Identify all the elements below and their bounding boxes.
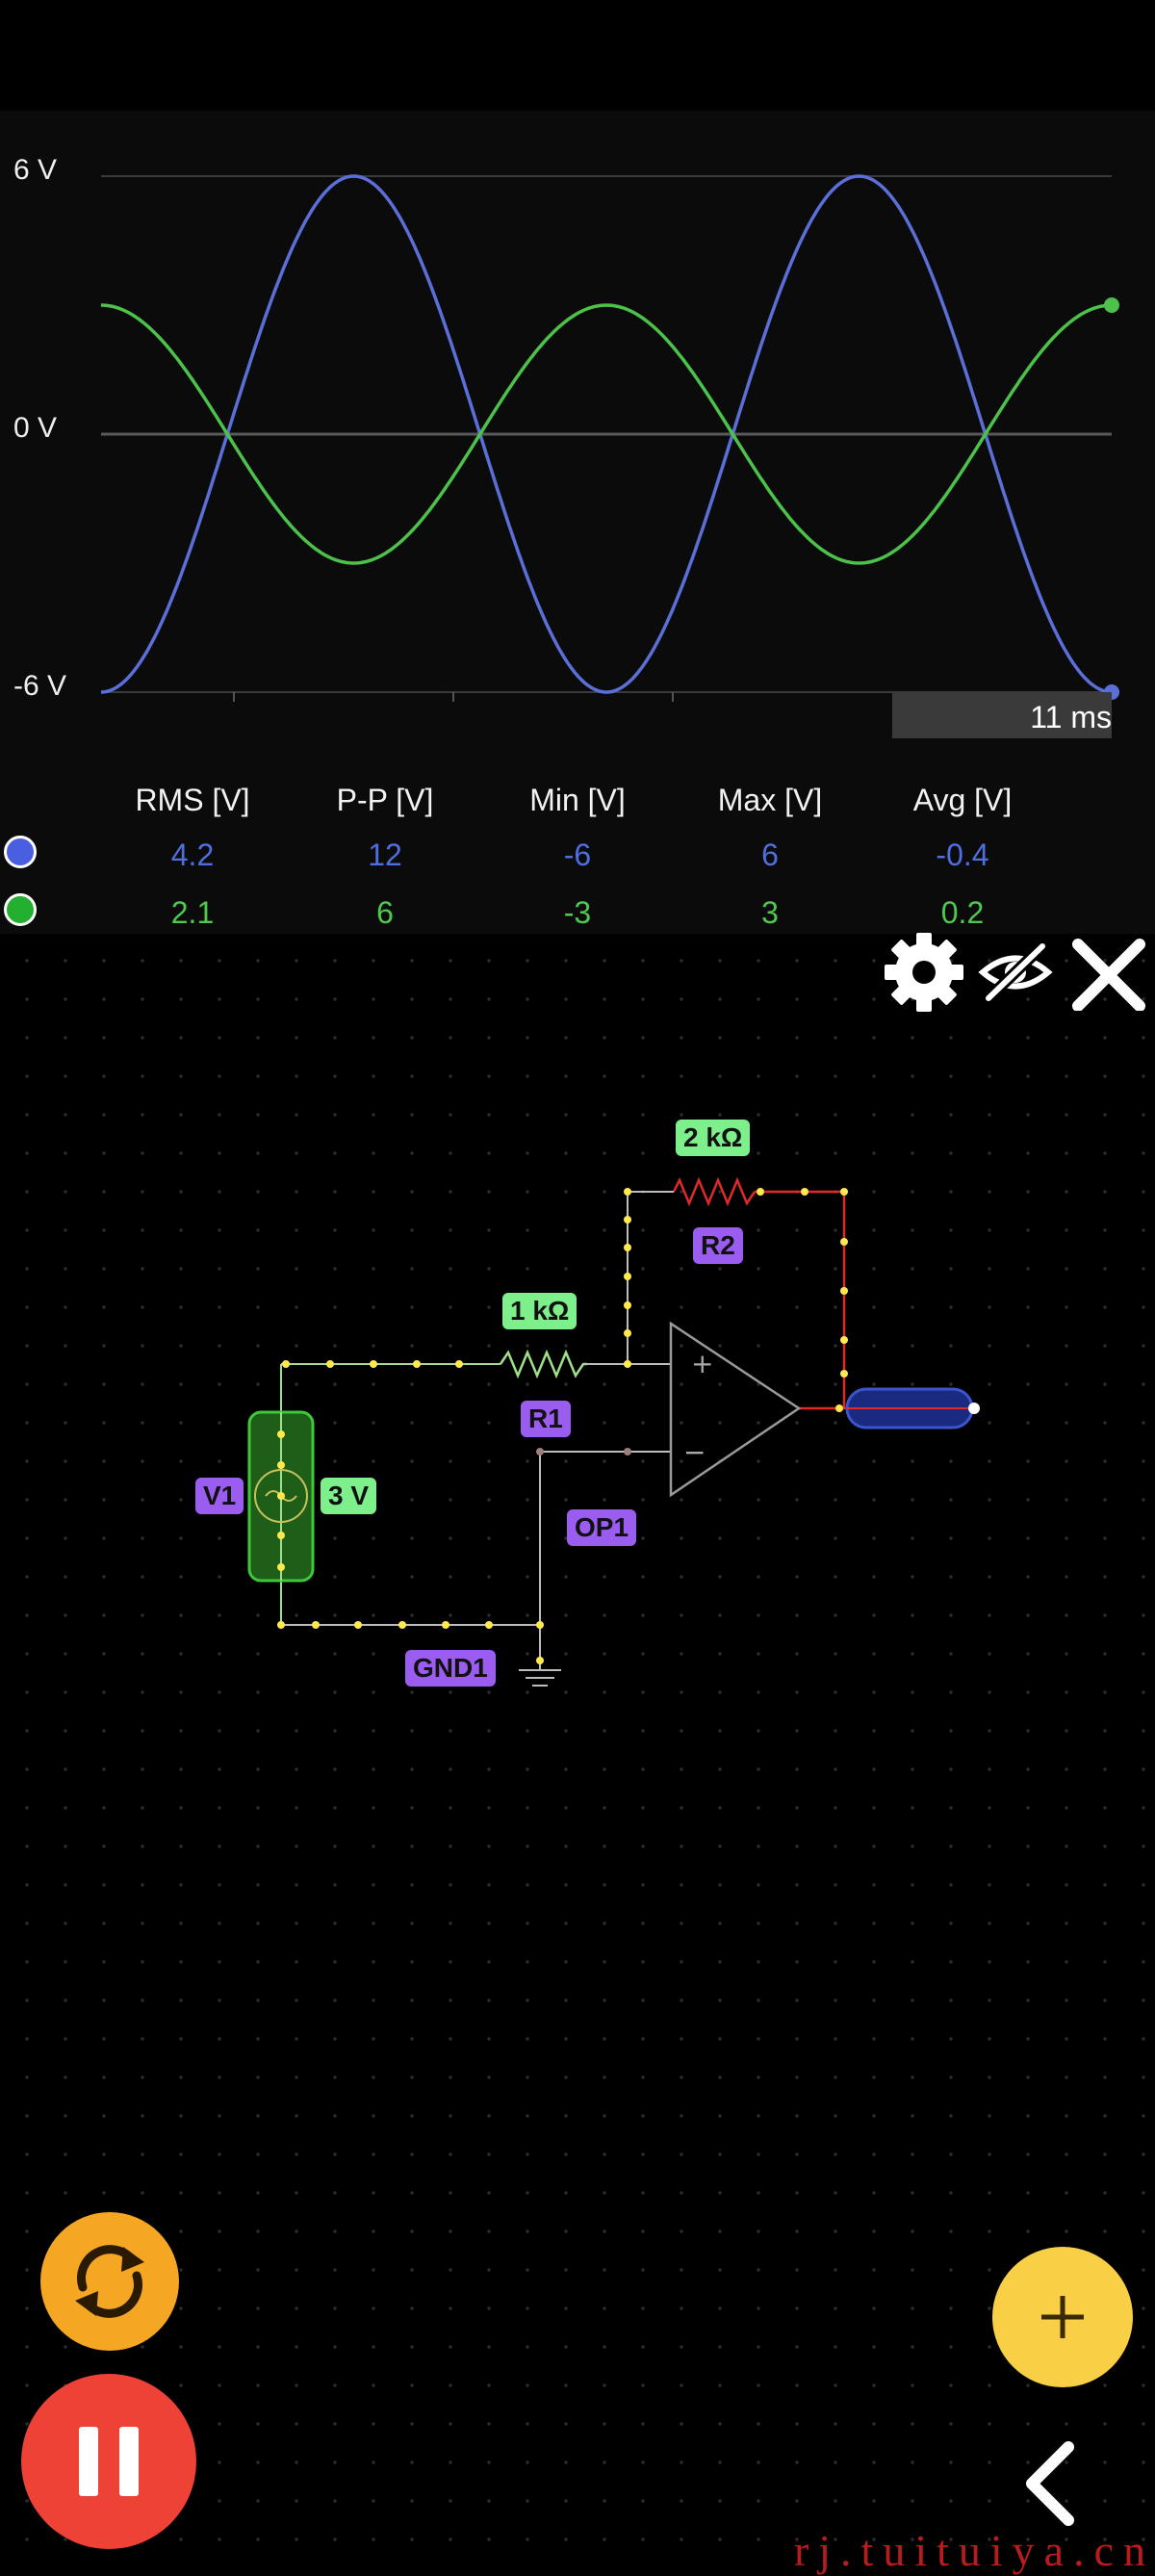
wire-node bbox=[624, 1188, 631, 1196]
wire-node bbox=[398, 1621, 406, 1629]
series-end-marker-channel2 bbox=[1104, 297, 1119, 313]
wire-node bbox=[277, 1532, 285, 1539]
wire-node bbox=[536, 1448, 544, 1455]
wire-node bbox=[801, 1188, 808, 1196]
wire-node bbox=[370, 1360, 377, 1368]
opamp-plus-sign: + bbox=[691, 1348, 713, 1379]
circuit-canvas[interactable]: + − 2 kΩ R2 1 kΩ R1 V1 3 V OP1 GND bbox=[0, 933, 1155, 2575]
time-window-box[interactable]: 11 ms bbox=[892, 692, 1112, 738]
resistor-r1[interactable] bbox=[499, 1349, 587, 1379]
waveform-plot[interactable] bbox=[0, 111, 1155, 934]
wire-feedback[interactable] bbox=[755, 1190, 847, 1410]
wire-node bbox=[485, 1621, 493, 1629]
r1-name-label[interactable]: R1 bbox=[521, 1401, 571, 1437]
stat-header-avg: Avg [V] bbox=[912, 783, 1013, 817]
v1-name-label[interactable]: V1 bbox=[195, 1478, 244, 1514]
output-probe[interactable] bbox=[845, 1387, 980, 1430]
wire-node bbox=[455, 1360, 463, 1368]
wire-node bbox=[624, 1244, 631, 1251]
wire-node bbox=[442, 1621, 449, 1629]
wire-node bbox=[277, 1563, 285, 1571]
series-line-channel2 bbox=[100, 303, 1113, 565]
wire-node bbox=[624, 1360, 631, 1368]
add-component-button[interactable] bbox=[992, 2247, 1133, 2387]
wire-node bbox=[840, 1188, 848, 1196]
ch1-avg: -0.4 bbox=[936, 837, 989, 872]
watermark-text: rj.tuituiya.cn bbox=[793, 2526, 1155, 2575]
wire-node bbox=[840, 1287, 848, 1295]
opamp-op1[interactable]: + − bbox=[669, 1321, 802, 1498]
ch2-min: -3 bbox=[563, 895, 592, 930]
wire-input[interactable] bbox=[280, 1363, 500, 1625]
wire-node bbox=[277, 1621, 285, 1629]
wire-node bbox=[624, 1448, 631, 1455]
stat-header-pp: P-P [V] bbox=[336, 783, 434, 817]
ch2-rms: 2.1 bbox=[170, 895, 215, 930]
y-tick-label-top: 6 V bbox=[13, 154, 58, 186]
wire-node bbox=[354, 1621, 362, 1629]
wire-node bbox=[277, 1430, 285, 1438]
r2-value-label[interactable]: 2 kΩ bbox=[676, 1120, 751, 1156]
chevron-left-icon[interactable] bbox=[1011, 2435, 1088, 2532]
stat-header-max: Max [V] bbox=[717, 783, 823, 817]
refresh-button[interactable] bbox=[40, 2212, 179, 2351]
oscilloscope-panel[interactable]: 6 V 0 V -6 V 11 ms RMS [V] P-P [V] Min [… bbox=[0, 111, 1155, 934]
ch1-min: -6 bbox=[563, 837, 592, 872]
wire-node bbox=[326, 1360, 334, 1368]
time-window-label: 11 ms bbox=[1030, 700, 1112, 734]
plus-icon bbox=[1041, 2296, 1084, 2338]
ch1-max: 6 bbox=[761, 837, 779, 872]
y-tick-label-bottom: -6 V bbox=[13, 670, 67, 702]
y-tick-label-mid: 0 V bbox=[13, 412, 58, 444]
eye-slash-icon[interactable] bbox=[977, 939, 1054, 1006]
channel2-color-dot[interactable] bbox=[4, 893, 37, 926]
refresh-icon bbox=[75, 2245, 144, 2318]
pause-icon bbox=[79, 2427, 139, 2496]
wire-node bbox=[624, 1216, 631, 1224]
ch2-max: 3 bbox=[761, 895, 779, 930]
wire-neutral[interactable] bbox=[281, 1191, 674, 1661]
wire-node bbox=[312, 1621, 320, 1629]
op1-name-label[interactable]: OP1 bbox=[567, 1509, 637, 1546]
stat-header-rms: RMS [V] bbox=[135, 783, 250, 817]
v1-value-label[interactable]: 3 V bbox=[321, 1478, 377, 1514]
circuit-diagram[interactable]: + − bbox=[0, 934, 1155, 2570]
wire-node bbox=[840, 1238, 848, 1246]
wire-node bbox=[840, 1336, 848, 1344]
wire-node bbox=[536, 1621, 544, 1629]
ch2-avg: 0.2 bbox=[940, 895, 985, 930]
wire-node bbox=[835, 1404, 843, 1412]
ch1-pp: 12 bbox=[368, 837, 402, 872]
wire-node bbox=[624, 1273, 631, 1280]
wire-node bbox=[282, 1360, 290, 1368]
wire-node bbox=[840, 1370, 848, 1378]
wire-node bbox=[757, 1188, 764, 1196]
opamp-minus-sign: − bbox=[683, 1436, 706, 1468]
wire-node bbox=[624, 1329, 631, 1337]
gear-icon[interactable] bbox=[881, 929, 967, 1016]
wire-node bbox=[536, 1657, 544, 1664]
gnd1-name-label[interactable]: GND1 bbox=[405, 1650, 496, 1687]
wire-node bbox=[413, 1360, 421, 1368]
resistor-r2[interactable] bbox=[672, 1176, 757, 1207]
r2-name-label[interactable]: R2 bbox=[693, 1227, 743, 1264]
wire-node bbox=[277, 1461, 285, 1469]
pause-button[interactable] bbox=[21, 2374, 196, 2549]
ch1-rms: 4.2 bbox=[170, 837, 215, 872]
wire-nodes bbox=[277, 1188, 848, 1664]
close-icon[interactable] bbox=[1070, 939, 1147, 1011]
ch2-pp: 6 bbox=[376, 895, 394, 930]
channel1-color-dot[interactable] bbox=[4, 836, 37, 868]
wire-node bbox=[624, 1301, 631, 1309]
stat-header-min: Min [V] bbox=[529, 783, 626, 817]
series-line-channel1 bbox=[100, 174, 1113, 694]
wire-node bbox=[277, 1492, 285, 1500]
r1-value-label[interactable]: 1 kΩ bbox=[502, 1293, 578, 1329]
